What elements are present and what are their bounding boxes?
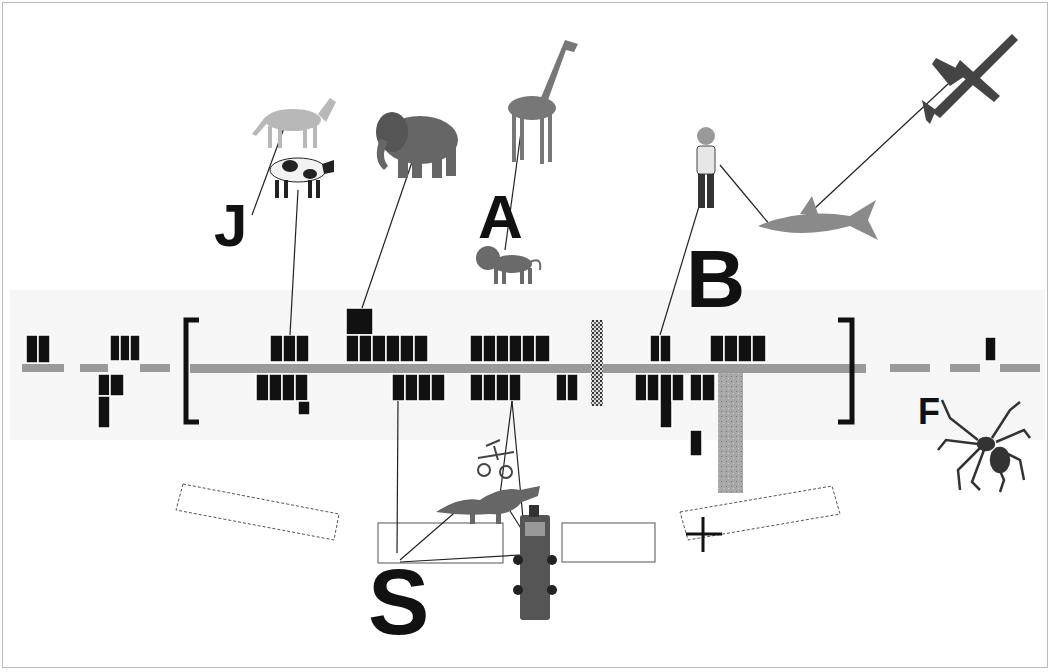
plus-symbol	[686, 517, 722, 552]
shark-icon	[758, 196, 878, 240]
toy-icon	[478, 440, 514, 478]
gene-label: F	[918, 394, 940, 430]
leader-lines	[252, 70, 963, 562]
cow-icon	[270, 158, 334, 198]
dna-line	[22, 364, 1040, 373]
lion-icon	[476, 246, 540, 284]
gene-label: S	[368, 556, 429, 648]
giraffe-icon	[508, 40, 578, 164]
gene-label: B	[686, 238, 745, 320]
right-bracket	[838, 320, 852, 422]
exon-blocks	[26, 308, 996, 456]
elephant-icon	[376, 112, 458, 178]
spider-icon	[938, 400, 1030, 492]
person-icon	[697, 127, 715, 208]
gene-label: J	[214, 196, 247, 256]
checkered-marker	[591, 320, 603, 406]
vector-boxes	[176, 484, 840, 563]
insert-bar	[718, 373, 743, 493]
plane-icon	[922, 34, 1018, 124]
gene-label: A	[478, 186, 523, 248]
train-icon	[513, 505, 557, 620]
horse-icon	[252, 98, 336, 148]
left-bracket	[186, 320, 199, 422]
